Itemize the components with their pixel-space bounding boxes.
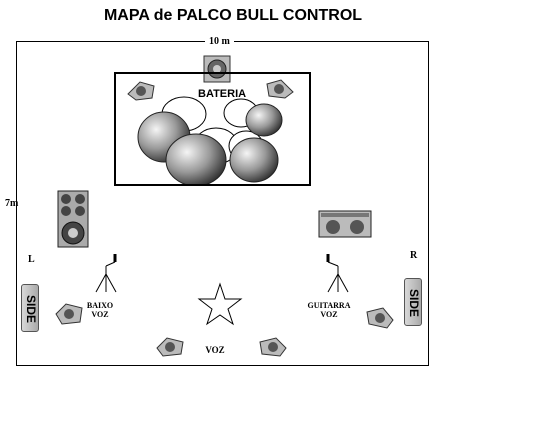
star-icon [197,282,243,326]
center-vocal-label: VOZ [205,345,225,355]
monitor-wedge-icon [366,307,394,329]
monitor-wedge-icon [156,337,184,357]
stage-width-label: 10 m [205,36,234,47]
drum-monitor-icon [203,55,231,83]
drum-kit-icon [137,96,283,184]
bass-amp-icon [57,190,89,248]
guitar-label-line1: GUITARRA [307,301,351,310]
drum-riser [114,72,311,186]
stage-depth-label: 7m [5,198,19,209]
mic-stand-icon [326,254,349,293]
side-fill-left: SIDE [21,284,39,332]
side-left-channel: L [28,254,35,265]
guitar-label-line2: VOZ [320,310,338,319]
guitar-amp-icon [318,210,372,238]
monitor-wedge-icon [266,79,294,99]
monitor-wedge-icon [55,303,83,325]
bass-label-line2: VOZ [91,310,109,319]
side-right-channel: R [410,250,418,261]
bass-position-label: BAIXO VOZ [80,301,120,319]
monitor-wedge-icon [259,337,287,357]
side-fill-right: SIDE [404,278,422,326]
page-title: MAPA de PALCO BULL CONTROL [103,7,363,24]
drum-riser-label: BATERIA [198,88,247,100]
monitor-wedge-icon [127,81,155,101]
side-fill-right-label: SIDE [407,288,421,317]
mic-stand-icon [95,254,117,293]
guitar-position-label: GUITARRA VOZ [302,301,356,319]
side-fill-left-label: SIDE [24,294,38,323]
bass-label-line1: BAIXO [86,301,114,310]
